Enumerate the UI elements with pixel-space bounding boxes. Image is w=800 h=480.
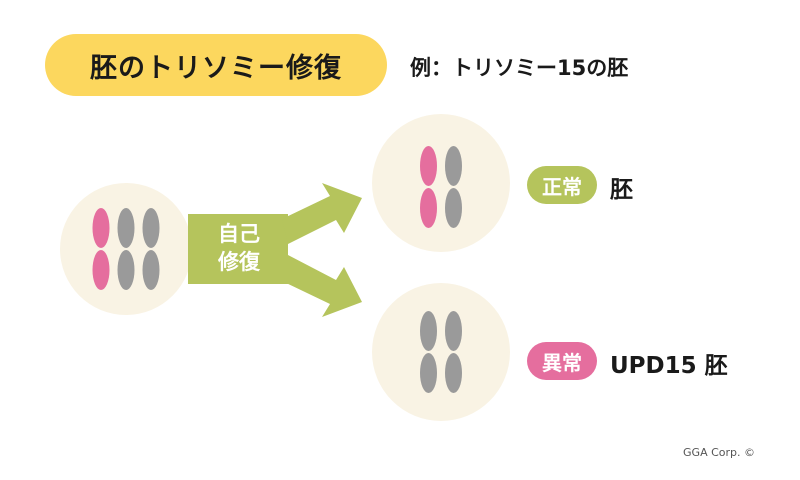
gray-chromosome (420, 311, 437, 393)
chromosome-arm (445, 146, 462, 186)
normal-result-cell (372, 114, 510, 252)
chromosome-arm (420, 311, 437, 351)
source-chromosomes (92, 208, 160, 290)
chromosome-arm (445, 353, 462, 393)
chromosome-arm (142, 208, 160, 248)
normal-chromosomes (420, 146, 462, 228)
pink-chromosome (420, 146, 437, 228)
abnormal-badge: 異常 (527, 342, 597, 380)
chromosome-arm (420, 353, 437, 393)
chromosome-arm (445, 188, 462, 228)
title-pill: 胚のトリソミー修復 (45, 34, 387, 96)
example-caption: 例：トリソミー15の胚 (410, 56, 629, 80)
normal-outcome-label: 胚 (610, 177, 633, 203)
arrow-stem (188, 214, 288, 284)
chromosome-arm (420, 146, 437, 186)
gray-chromosome (117, 208, 135, 290)
chromosome-arm (445, 311, 462, 351)
gray-chromosome (142, 208, 160, 290)
pink-chromosome (92, 208, 110, 290)
chromosome-arm (117, 250, 135, 290)
chromosome-arm (420, 188, 437, 228)
chromosome-arm (92, 208, 110, 248)
diagram-title: 胚のトリソミー修復 (90, 52, 342, 84)
abnormal-chromosomes (420, 311, 462, 393)
gray-chromosome (445, 311, 462, 393)
source-cell (60, 183, 192, 315)
self-repair-label: 自己 修復 (190, 220, 288, 276)
gray-chromosome (445, 146, 462, 228)
chromosome-arm (117, 208, 135, 248)
self-repair-label-line2: 修復 (218, 250, 260, 274)
repair-arrow (188, 183, 362, 317)
abnormal-outcome-label: UPD15 胚 (610, 353, 728, 379)
self-repair-label-line1: 自己 (218, 222, 260, 246)
arrow-branch-lower (282, 255, 362, 317)
normal-badge: 正常 (527, 166, 597, 204)
chromosome-arm (142, 250, 160, 290)
arrow-branch-upper (282, 183, 362, 244)
abnormal-result-cell (372, 283, 510, 421)
copyright-credit: GGA Corp. © (683, 446, 755, 459)
chromosome-arm (92, 250, 110, 290)
